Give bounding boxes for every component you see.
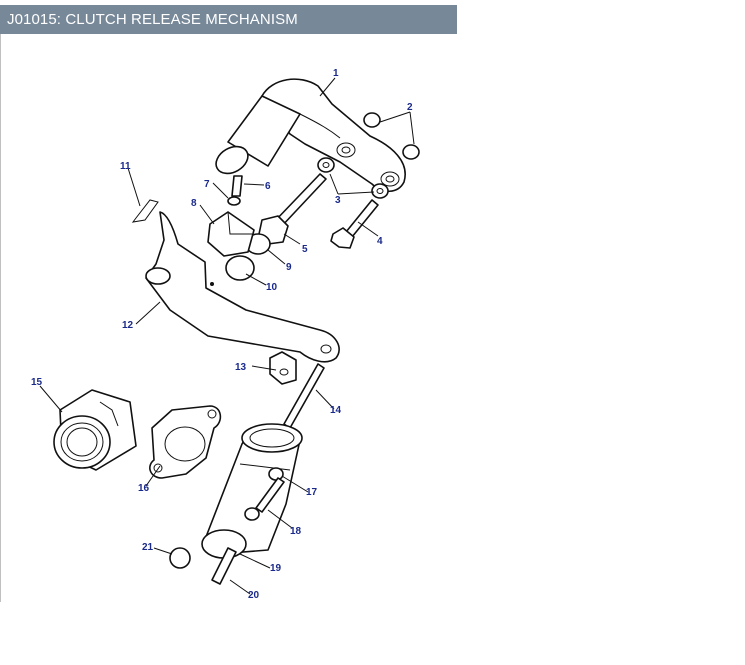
part-6-bolt <box>231 175 243 197</box>
part-1-bracket <box>215 78 406 193</box>
exploded-parts-diagram: 1 2 3 4 5 6 7 8 9 10 11 12 13 14 15 16 1… <box>31 68 420 601</box>
part-21-cap <box>169 547 191 569</box>
callout-6: 6 <box>265 181 271 192</box>
part-16-gasket <box>149 405 222 479</box>
part-18-bolt <box>244 477 285 521</box>
callout-20: 20 <box>248 590 260 601</box>
callout-5: 5 <box>302 244 308 255</box>
callout-10: 10 <box>266 282 278 293</box>
callout-16: 16 <box>138 483 150 494</box>
callout-18: 18 <box>290 526 302 537</box>
callout-8: 8 <box>191 198 197 209</box>
part-11-clip <box>131 199 159 223</box>
callout-9: 9 <box>286 262 292 273</box>
part-15-bearing <box>53 389 137 471</box>
part-17-washer <box>268 467 284 481</box>
part-8-bracket <box>207 211 255 257</box>
callout-2: 2 <box>407 102 413 113</box>
callout-14: 14 <box>330 405 342 416</box>
callout-4: 4 <box>377 236 383 247</box>
callout-17: 17 <box>306 487 318 498</box>
callout-1: 1 <box>333 68 339 79</box>
part-7-washer <box>227 196 241 206</box>
callout-15: 15 <box>31 377 43 388</box>
part-13-bracket <box>269 351 297 385</box>
callout-12: 12 <box>122 320 134 331</box>
part-12-lever <box>145 211 340 363</box>
part-20-bleed-screw <box>211 547 237 585</box>
callout-3: 3 <box>335 195 341 206</box>
frame-border <box>0 34 1 602</box>
part-4-bolt <box>330 199 379 249</box>
callout-7: 7 <box>204 179 210 190</box>
callout-19: 19 <box>270 563 282 574</box>
diagram-title: J01015: CLUTCH RELEASE MECHANISM <box>0 5 457 34</box>
part-2-bushes <box>363 112 420 160</box>
part-3-washers <box>317 157 389 199</box>
callout-11: 11 <box>120 161 131 172</box>
leader-lines <box>39 77 415 595</box>
part-19-slave-cylinder <box>201 423 303 559</box>
callout-21: 21 <box>142 542 154 553</box>
callout-13: 13 <box>235 362 247 373</box>
